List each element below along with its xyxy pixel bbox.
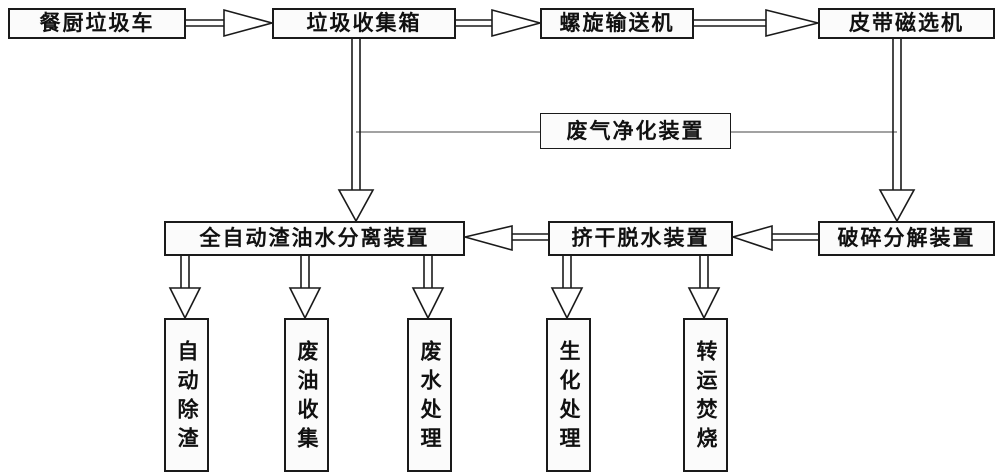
arrowhead-n4-n8 xyxy=(878,189,916,223)
arrowhead-n7-n6 xyxy=(464,224,513,252)
node-label: 废气净化装置 xyxy=(566,118,705,143)
shaft-n7-n13 xyxy=(699,256,709,288)
shaft-n6-n11 xyxy=(423,256,433,288)
node-auto-slag-removal[interactable]: 自动除渣 xyxy=(164,318,209,472)
shaft-n8-n7 xyxy=(772,233,818,241)
node-label: 皮带磁选机 xyxy=(849,11,964,35)
shaft-n1-n2 xyxy=(186,19,224,27)
node-label: 螺旋输送机 xyxy=(559,11,675,35)
node-exhaust-gas-purifier[interactable]: 废气净化装置 xyxy=(540,113,731,149)
node-label: 自动除渣 xyxy=(175,340,199,456)
shaft-n4-n8 xyxy=(892,39,902,190)
node-label: 全自动渣油水分离装置 xyxy=(199,226,430,250)
node-waste-collection-bin[interactable]: 垃圾收集箱 xyxy=(272,8,456,39)
arrowhead-n7-n12 xyxy=(550,287,584,320)
node-screw-conveyor[interactable]: 螺旋输送机 xyxy=(540,8,694,39)
node-label: 废水处理 xyxy=(418,340,442,456)
node-label: 垃圾收集箱 xyxy=(306,11,422,35)
arrowhead-n3-n4 xyxy=(765,8,819,38)
node-wastewater-treatment[interactable]: 废水处理 xyxy=(407,318,452,472)
node-label: 废油收集 xyxy=(295,340,319,456)
arrowhead-n7-n13 xyxy=(687,287,721,320)
arrowhead-n2-n3 xyxy=(491,8,544,38)
arrowhead-n8-n7 xyxy=(730,224,773,252)
node-label: 破碎分解装置 xyxy=(837,226,976,250)
shaft-n2-n3 xyxy=(456,19,492,27)
node-squeeze-dewatering-device[interactable]: 挤干脱水装置 xyxy=(548,221,733,256)
node-label: 转运焚烧 xyxy=(694,340,718,456)
node-kitchen-waste-truck[interactable]: 餐厨垃圾车 xyxy=(8,8,186,39)
shaft-n3-n4 xyxy=(694,19,766,27)
node-transfer-incineration[interactable]: 转运焚烧 xyxy=(683,318,728,472)
arrowhead-n2-n6 xyxy=(337,189,375,223)
node-label: 挤干脱水装置 xyxy=(571,226,710,250)
node-label: 餐厨垃圾车 xyxy=(39,11,155,35)
node-belt-magnetic-separator[interactable]: 皮带磁选机 xyxy=(818,8,995,39)
shaft-n2-n6 xyxy=(351,39,361,190)
node-waste-oil-collection[interactable]: 废油收集 xyxy=(284,318,329,472)
shaft-n7-n6 xyxy=(512,233,548,241)
shaft-n6-n9 xyxy=(180,256,190,288)
arrowhead-n6-n11 xyxy=(411,287,445,320)
arrowhead-n6-n10 xyxy=(288,287,322,320)
node-auto-oil-water-separator[interactable]: 全自动渣油水分离装置 xyxy=(164,221,465,256)
shaft-n6-n10 xyxy=(300,256,310,288)
arrowhead-n6-n9 xyxy=(168,287,202,320)
node-crushing-decomposition-device[interactable]: 破碎分解装置 xyxy=(818,221,995,256)
shaft-n7-n12 xyxy=(562,256,572,288)
node-biochemical-treatment[interactable]: 生化处理 xyxy=(546,318,591,472)
arrowhead-n1-n2 xyxy=(223,8,276,38)
node-label: 生化处理 xyxy=(557,340,581,456)
